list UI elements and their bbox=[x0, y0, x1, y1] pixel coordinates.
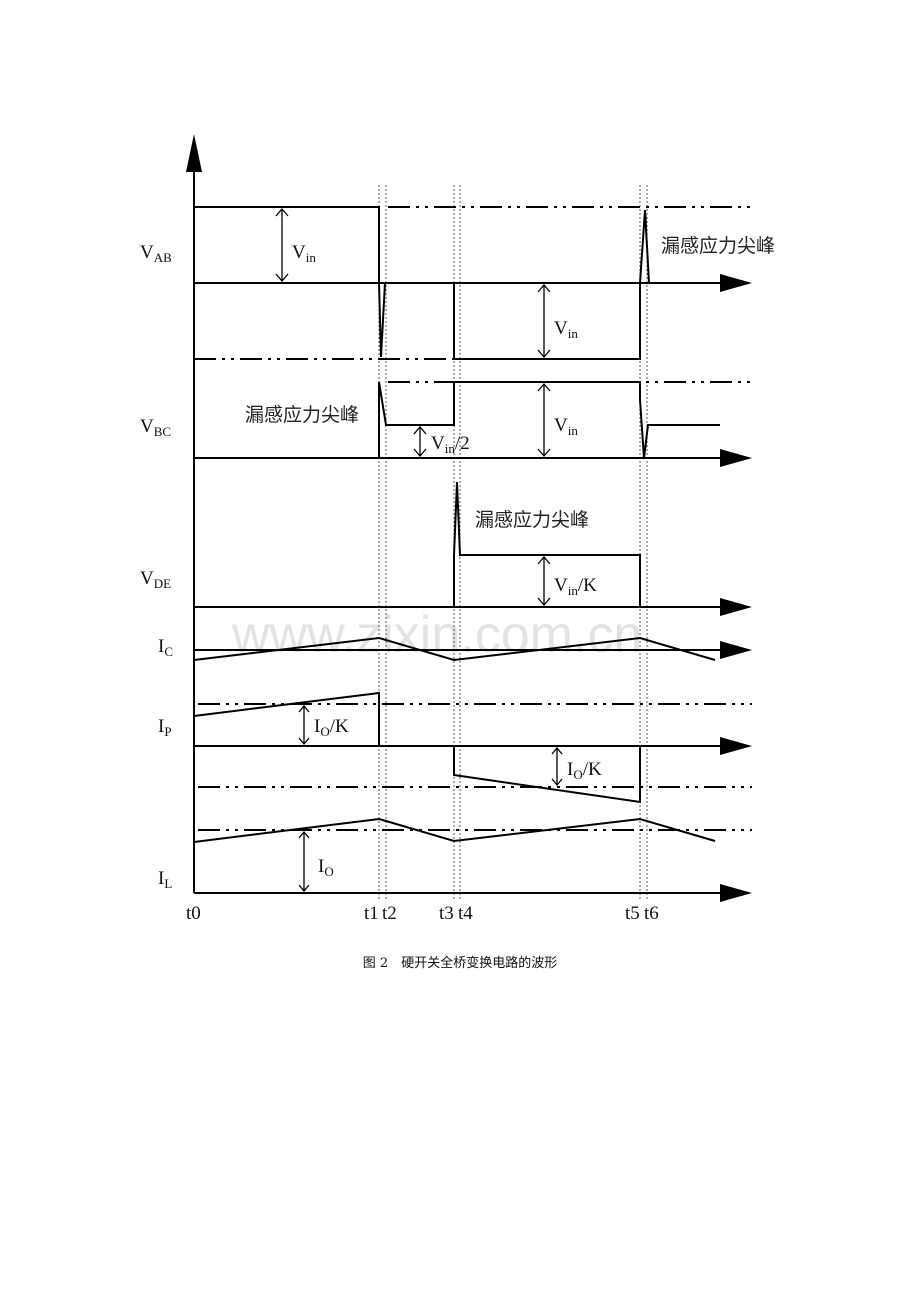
vbc-waveform bbox=[378, 381, 720, 459]
vin-half-label: Vin/2 bbox=[431, 433, 470, 456]
time-markers bbox=[378, 185, 648, 900]
vin-label-1: Vin bbox=[292, 242, 316, 265]
label-il: IL bbox=[158, 868, 172, 891]
io-k-label-1: IO/K bbox=[314, 716, 349, 739]
label-vbc: VBC bbox=[140, 416, 171, 439]
figure-caption: 图 2 硬开关全桥变换电路的波形 bbox=[363, 955, 557, 971]
y-axis-arrow-icon bbox=[186, 134, 202, 172]
ip-waveform-positive bbox=[193, 691, 380, 746]
time-axes bbox=[194, 274, 752, 902]
vab-waveform bbox=[194, 206, 650, 360]
io-k-label-2: IO/K bbox=[567, 759, 602, 782]
spike-label-vde: 漏感应力尖峰 bbox=[475, 509, 589, 531]
svg-text:t6: t6 bbox=[644, 903, 659, 924]
label-vab: VAB bbox=[140, 242, 172, 265]
dimension-arrows bbox=[275, 208, 563, 893]
vin-label-3: Vin bbox=[554, 415, 578, 438]
ip-waveform-negative bbox=[453, 746, 641, 804]
spike-label-vbc: 漏感应力尖峰 bbox=[245, 404, 359, 426]
time-labels: t0 t1 t2 t3 t4 t5 t6 bbox=[186, 903, 659, 924]
label-ip: IP bbox=[158, 716, 172, 739]
ic-waveform bbox=[193, 636, 716, 662]
svg-text:t4: t4 bbox=[458, 903, 473, 924]
il-waveform bbox=[193, 817, 716, 843]
svg-text:t5: t5 bbox=[625, 903, 640, 924]
vin-k-label: Vin/K bbox=[554, 575, 597, 598]
io-label: IO bbox=[318, 856, 334, 879]
svg-text:t2: t2 bbox=[382, 903, 397, 924]
vde-waveform bbox=[453, 481, 641, 607]
reference-lines bbox=[194, 206, 752, 831]
spike-label-vab: 漏感应力尖峰 bbox=[661, 235, 775, 257]
svg-text:t1: t1 bbox=[364, 903, 379, 924]
label-ic: IC bbox=[158, 636, 173, 659]
vin-label-2: Vin bbox=[554, 318, 578, 341]
svg-text:t3: t3 bbox=[439, 903, 454, 924]
svg-text:t0: t0 bbox=[186, 903, 201, 924]
label-vde: VDE bbox=[140, 568, 171, 591]
